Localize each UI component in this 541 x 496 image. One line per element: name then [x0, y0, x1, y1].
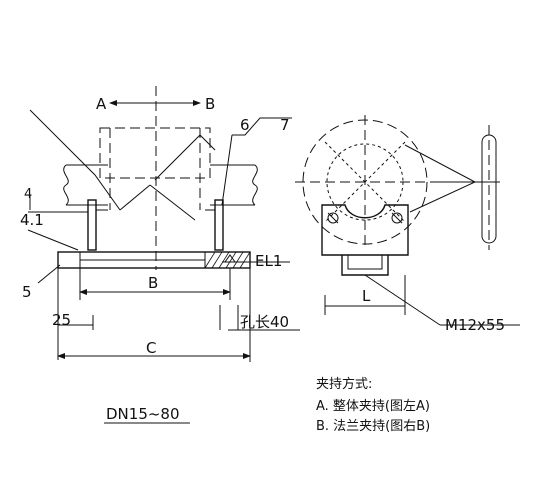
right-upright — [214, 199, 224, 251]
bolt-leader — [364, 274, 441, 326]
label-dim-25: 25 — [52, 311, 71, 329]
label-part-6: 6 — [240, 116, 250, 134]
notes-title: 夹持方式: — [316, 376, 372, 392]
saddle-clamp — [321, 204, 409, 256]
label-part-4-1: 4.1 — [20, 211, 44, 229]
leader-line-top — [29, 109, 121, 211]
label-dim-b: B — [148, 274, 158, 292]
bolt-hole-right — [391, 212, 403, 224]
leader-6-7 — [232, 117, 292, 136]
side-view — [295, 115, 520, 326]
label-part-4: 4 — [24, 187, 32, 202]
bolt-hole-left — [327, 212, 339, 224]
label-section-a: A — [96, 95, 107, 113]
label-part-7: 7 — [280, 116, 290, 134]
leader-4-1 — [27, 229, 79, 251]
horizontal-pipe-left — [63, 164, 108, 206]
base-plate-hatch — [80, 251, 251, 269]
front-view — [27, 86, 300, 424]
horizontal-pipe-right — [210, 164, 258, 206]
elbow-line — [154, 134, 216, 181]
base-plate — [57, 251, 251, 269]
label-dim-l: L — [362, 287, 371, 305]
leader-5 — [37, 264, 61, 284]
flange-projection — [404, 144, 477, 213]
label-elevation: EL1 — [255, 252, 282, 270]
label-part-5: 5 — [22, 283, 32, 301]
label-hole-length: 孔长40 — [240, 313, 289, 331]
label-dim-c: C — [146, 339, 156, 357]
notes-line-a: A. 整体夹持(图左A) — [316, 399, 430, 414]
elevation-mark — [224, 254, 236, 263]
u-bolt — [341, 255, 389, 276]
notes-line-b: B. 法兰夹持(图右B) — [316, 419, 430, 434]
vertical-pipe-outline — [99, 127, 211, 179]
label-size-range: DN15~80 — [106, 405, 180, 423]
label-bolt: M12x55 — [445, 316, 505, 334]
label-section-b: B — [205, 95, 215, 113]
left-upright — [87, 199, 97, 251]
